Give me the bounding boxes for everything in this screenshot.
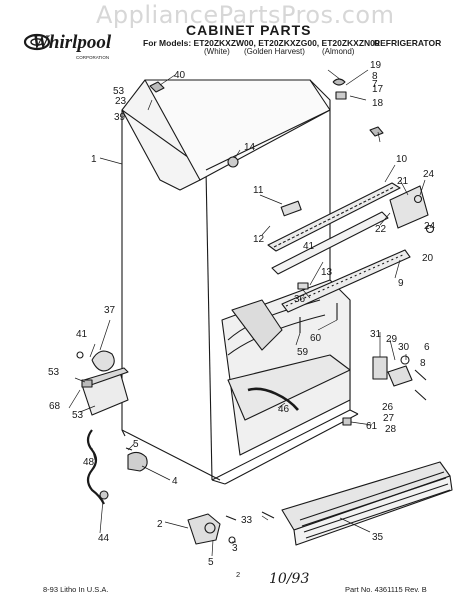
- callout-13: 13: [321, 267, 333, 278]
- callout-5: 5: [133, 439, 139, 450]
- whirlpool-logo: [23, 28, 139, 64]
- callout-labels: 1 2 3 4 5 5 6 7 8 8 9 10 11 12 13 14 17 …: [48, 60, 436, 568]
- callout-18: 18: [372, 98, 384, 109]
- callout-60: 60: [310, 333, 322, 344]
- wiring-parts: [76, 350, 148, 505]
- callout-37: 37: [104, 305, 116, 316]
- color-almond: (Almond): [322, 47, 355, 56]
- callout-40: 40: [174, 70, 186, 81]
- callout-22: 22: [375, 224, 387, 235]
- logo-wordmark: Whirlpool: [32, 32, 112, 53]
- callout-2: 2: [157, 519, 163, 530]
- callout-30: 30: [398, 342, 410, 353]
- footer-page-number: 2: [236, 570, 241, 579]
- callout-5b: 5: [208, 557, 214, 568]
- models-line: For Models: ET20ZKXZW00, ET20ZKXZG00, ET…: [143, 38, 380, 48]
- callout-6: 6: [424, 342, 430, 353]
- callout-4: 4: [172, 476, 178, 487]
- callout-27: 27: [383, 413, 395, 424]
- callout-53b: 53: [48, 367, 60, 378]
- logo-subtitle: CORPORATION: [76, 55, 110, 60]
- callout-46: 46: [278, 404, 290, 415]
- grille-parts: [187, 461, 453, 546]
- hinge-assembly: [342, 355, 427, 426]
- callout-24: 24: [423, 169, 435, 180]
- callout-28: 28: [385, 424, 397, 435]
- callout-20: 20: [422, 253, 434, 264]
- callout-19: 19: [370, 60, 382, 71]
- footer-part-number: Part No. 4361115 Rev. B: [345, 585, 427, 594]
- color-white: (White): [204, 47, 230, 56]
- callout-1: 1: [91, 154, 97, 165]
- callout-33: 33: [241, 515, 253, 526]
- callout-48: 48: [83, 457, 95, 468]
- callout-24b: 24: [424, 221, 436, 232]
- callout-14: 14: [244, 142, 256, 153]
- callout-53: 53: [113, 86, 125, 97]
- footer-litho: 8-93 Litho In U.S.A.: [43, 585, 109, 594]
- callout-53c: 53: [72, 410, 84, 421]
- callout-59: 59: [297, 347, 309, 358]
- small-hardware: [149, 78, 435, 333]
- callout-41b: 41: [303, 241, 315, 252]
- callout-26: 26: [382, 402, 394, 413]
- callout-21: 21: [397, 176, 409, 187]
- callout-10: 10: [396, 154, 408, 165]
- callout-11: 11: [253, 185, 264, 196]
- leader-lines: [68, 69, 426, 557]
- callout-44: 44: [98, 533, 110, 544]
- cabinet-shell: [121, 79, 359, 485]
- callout-41: 41: [76, 329, 88, 340]
- callout-39: 39: [114, 112, 126, 123]
- callout-12: 12: [253, 234, 265, 245]
- handwritten-date: 10/93: [269, 571, 310, 587]
- callout-29: 29: [386, 334, 398, 345]
- callout-17: 17: [372, 84, 384, 95]
- callout-7: 7: [372, 79, 378, 90]
- callout-8b: 8: [420, 358, 426, 369]
- callout-61: 61: [366, 421, 378, 432]
- rail-parts: [267, 182, 429, 313]
- callout-23: 23: [115, 96, 127, 107]
- category-label: REFRIGERATOR: [374, 38, 442, 48]
- callout-3: 3: [232, 543, 238, 554]
- callout-36: 36: [294, 294, 306, 305]
- color-golden-harvest: (Golden Harvest): [244, 47, 305, 56]
- callout-31: 31: [370, 329, 382, 340]
- callout-68: 68: [49, 401, 61, 412]
- callout-35: 35: [372, 532, 384, 543]
- page-title: CABINET PARTS: [186, 22, 312, 38]
- callout-8: 8: [372, 71, 378, 82]
- logo-swirl-icon: [23, 33, 51, 51]
- watermark-text: AppliancePartsPros.com: [96, 1, 395, 29]
- callout-9: 9: [398, 278, 404, 289]
